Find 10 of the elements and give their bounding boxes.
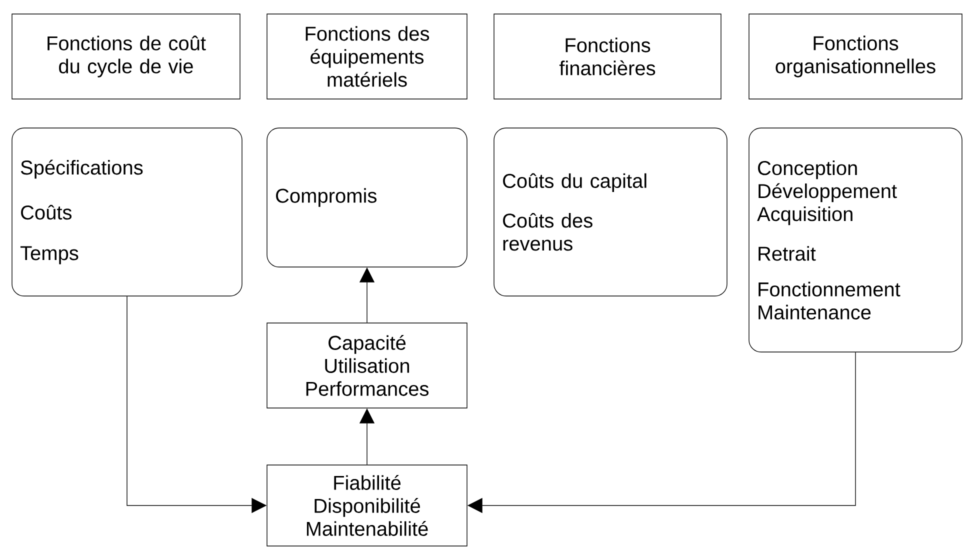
header-box: Fonctions de coût du cycle de vie bbox=[12, 14, 240, 100]
process-box: Capacité Utilisation Performances bbox=[266, 322, 468, 408]
header-box: Fonctions financières bbox=[494, 14, 722, 100]
rounded-box: Coûts du capital Coûts des revenus bbox=[494, 128, 728, 296]
header-box: Fonctions organisationnelles bbox=[748, 14, 962, 100]
rounded-box: Spécifications Coûts Temps bbox=[12, 128, 242, 296]
header-box: Fonctions des équipements matériels bbox=[266, 14, 468, 100]
rounded-box: Compromis bbox=[266, 128, 468, 268]
rounded-box: Conception Développement Acquisition Retrait Fonctionnement Maintenance bbox=[748, 128, 962, 352]
process-box: Fiabilité Disponibilité Maintenabilité bbox=[266, 464, 468, 546]
